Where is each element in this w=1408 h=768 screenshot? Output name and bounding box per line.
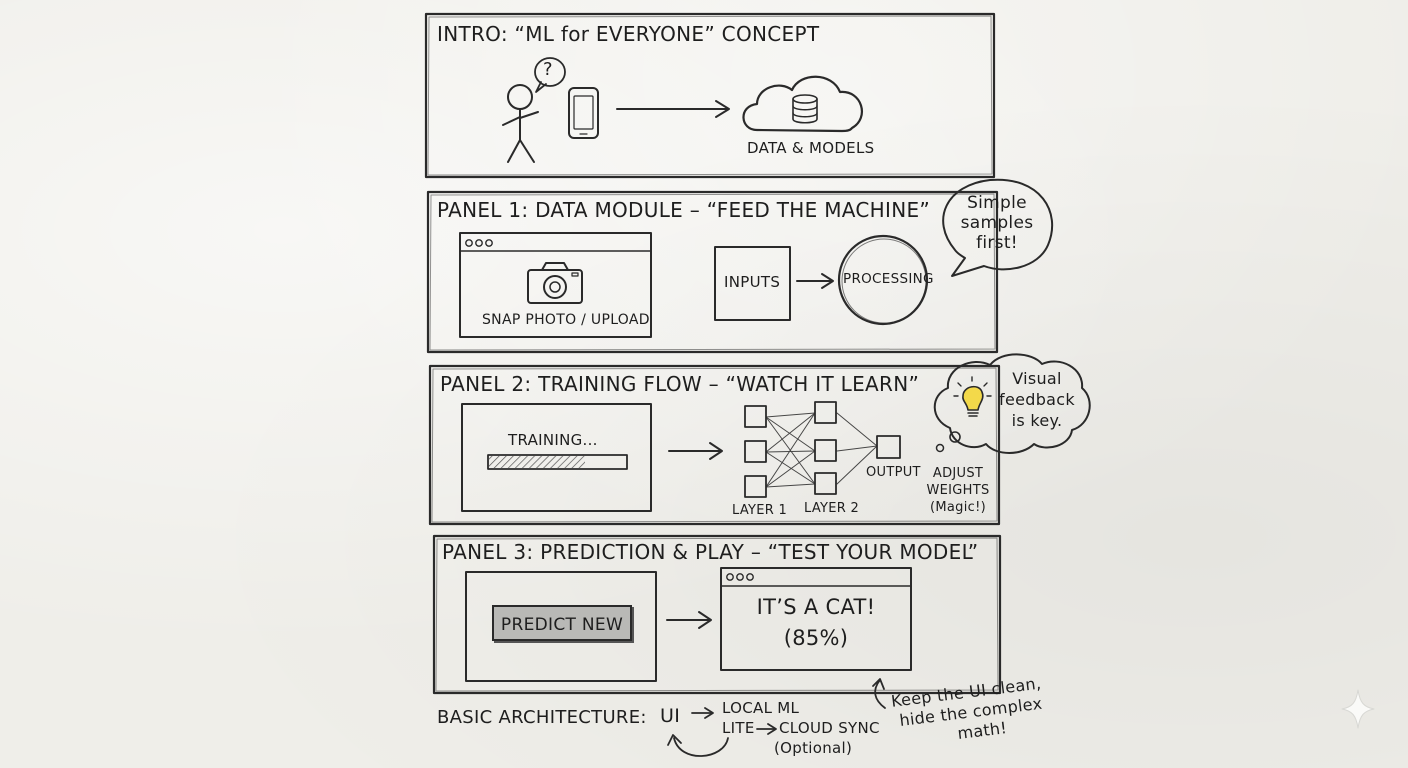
architecture-label: BASIC ARCHITECTURE: [437, 707, 647, 728]
intro-arrow [616, 100, 730, 118]
predict-arrow [666, 611, 712, 629]
adjust-line-1: ADJUST [932, 466, 984, 481]
adjust-line-2: WEIGHTS [926, 483, 990, 498]
prediction-result: IT’S A CAT! [756, 595, 876, 619]
processing-label: PROCESSING [843, 271, 934, 287]
layer-2-label: LAYER 2 [804, 501, 860, 516]
note-line-3: first! [976, 233, 1018, 253]
note-line-1: Simple [967, 193, 1027, 213]
predict-window [465, 571, 657, 682]
cloud-label: DATA & MODELS [747, 139, 875, 157]
processing-circle [837, 234, 929, 326]
lightbulb-icon [953, 376, 992, 417]
inputs-box [714, 246, 791, 321]
simple-samples-speech-bubble [942, 178, 1054, 277]
architecture-ui: UI [660, 705, 681, 727]
thought-line-1: Visual [1012, 369, 1062, 388]
output-label: OUTPUT [866, 465, 921, 480]
architecture-local-ml: LOCAL ML [722, 699, 800, 717]
visual-feedback-note: Visual feedback is key. [994, 368, 1080, 431]
inputs-label: INPUTS [724, 273, 781, 291]
training-progress-fill [489, 456, 585, 468]
training-label: TRAINING... [508, 431, 598, 449]
intro-panel [424, 12, 996, 179]
note-pointer-arrow [872, 678, 886, 709]
panel-1-frame [426, 190, 999, 354]
stick-figure-icon [502, 84, 539, 163]
thought-line-3: is key. [1011, 411, 1063, 430]
adjust-line-3: (Magic!) [930, 500, 986, 515]
panel-2-title: PANEL 2: TRAINING FLOW – “WATCH IT LEARN… [440, 372, 920, 396]
architecture-arrows [667, 707, 777, 757]
training-arrow [668, 442, 723, 460]
smartphone-icon [568, 87, 599, 139]
training-window [461, 403, 652, 512]
architecture-cloud-sync: CLOUD SYNC [779, 719, 880, 737]
sparkle-icon [1341, 689, 1375, 729]
thought-line-2: feedback [999, 390, 1075, 409]
predict-new-button[interactable]: PREDICT NEW [492, 605, 632, 641]
upload-window [459, 232, 652, 338]
note-line-2: samples [960, 213, 1034, 233]
architecture-optional: (Optional) [774, 739, 853, 757]
prediction-confidence: (85%) [783, 626, 849, 650]
adjust-weights-label: ADJUST WEIGHTS (Magic!) [920, 465, 996, 516]
result-window [720, 567, 912, 671]
question-mark: ? [543, 59, 553, 80]
inputs-arrow [796, 273, 834, 289]
panel-2-frame [428, 364, 1001, 526]
neural-network-diagram [744, 401, 901, 498]
simple-samples-note: Simple samples first! [952, 193, 1042, 253]
question-speech-bubble [534, 57, 566, 93]
thought-cloud [933, 353, 1091, 454]
intro-title: INTRO: “ML for EVERYONE” CONCEPT [437, 22, 820, 46]
panel-1-title: PANEL 1: DATA MODULE – “FEED THE MACHINE… [437, 198, 931, 222]
training-progress-bar [487, 454, 628, 470]
panel-3-title: PANEL 3: PREDICTION & PLAY – “TEST YOUR … [442, 540, 979, 564]
architecture-lite: LITE [722, 719, 755, 737]
layer-1-label: LAYER 1 [732, 503, 788, 518]
cloud-database-icon [742, 75, 863, 133]
camera-icon [527, 262, 583, 304]
panel-3-frame [432, 534, 1002, 695]
upload-label: SNAP PHOTO / UPLOAD [482, 312, 650, 328]
